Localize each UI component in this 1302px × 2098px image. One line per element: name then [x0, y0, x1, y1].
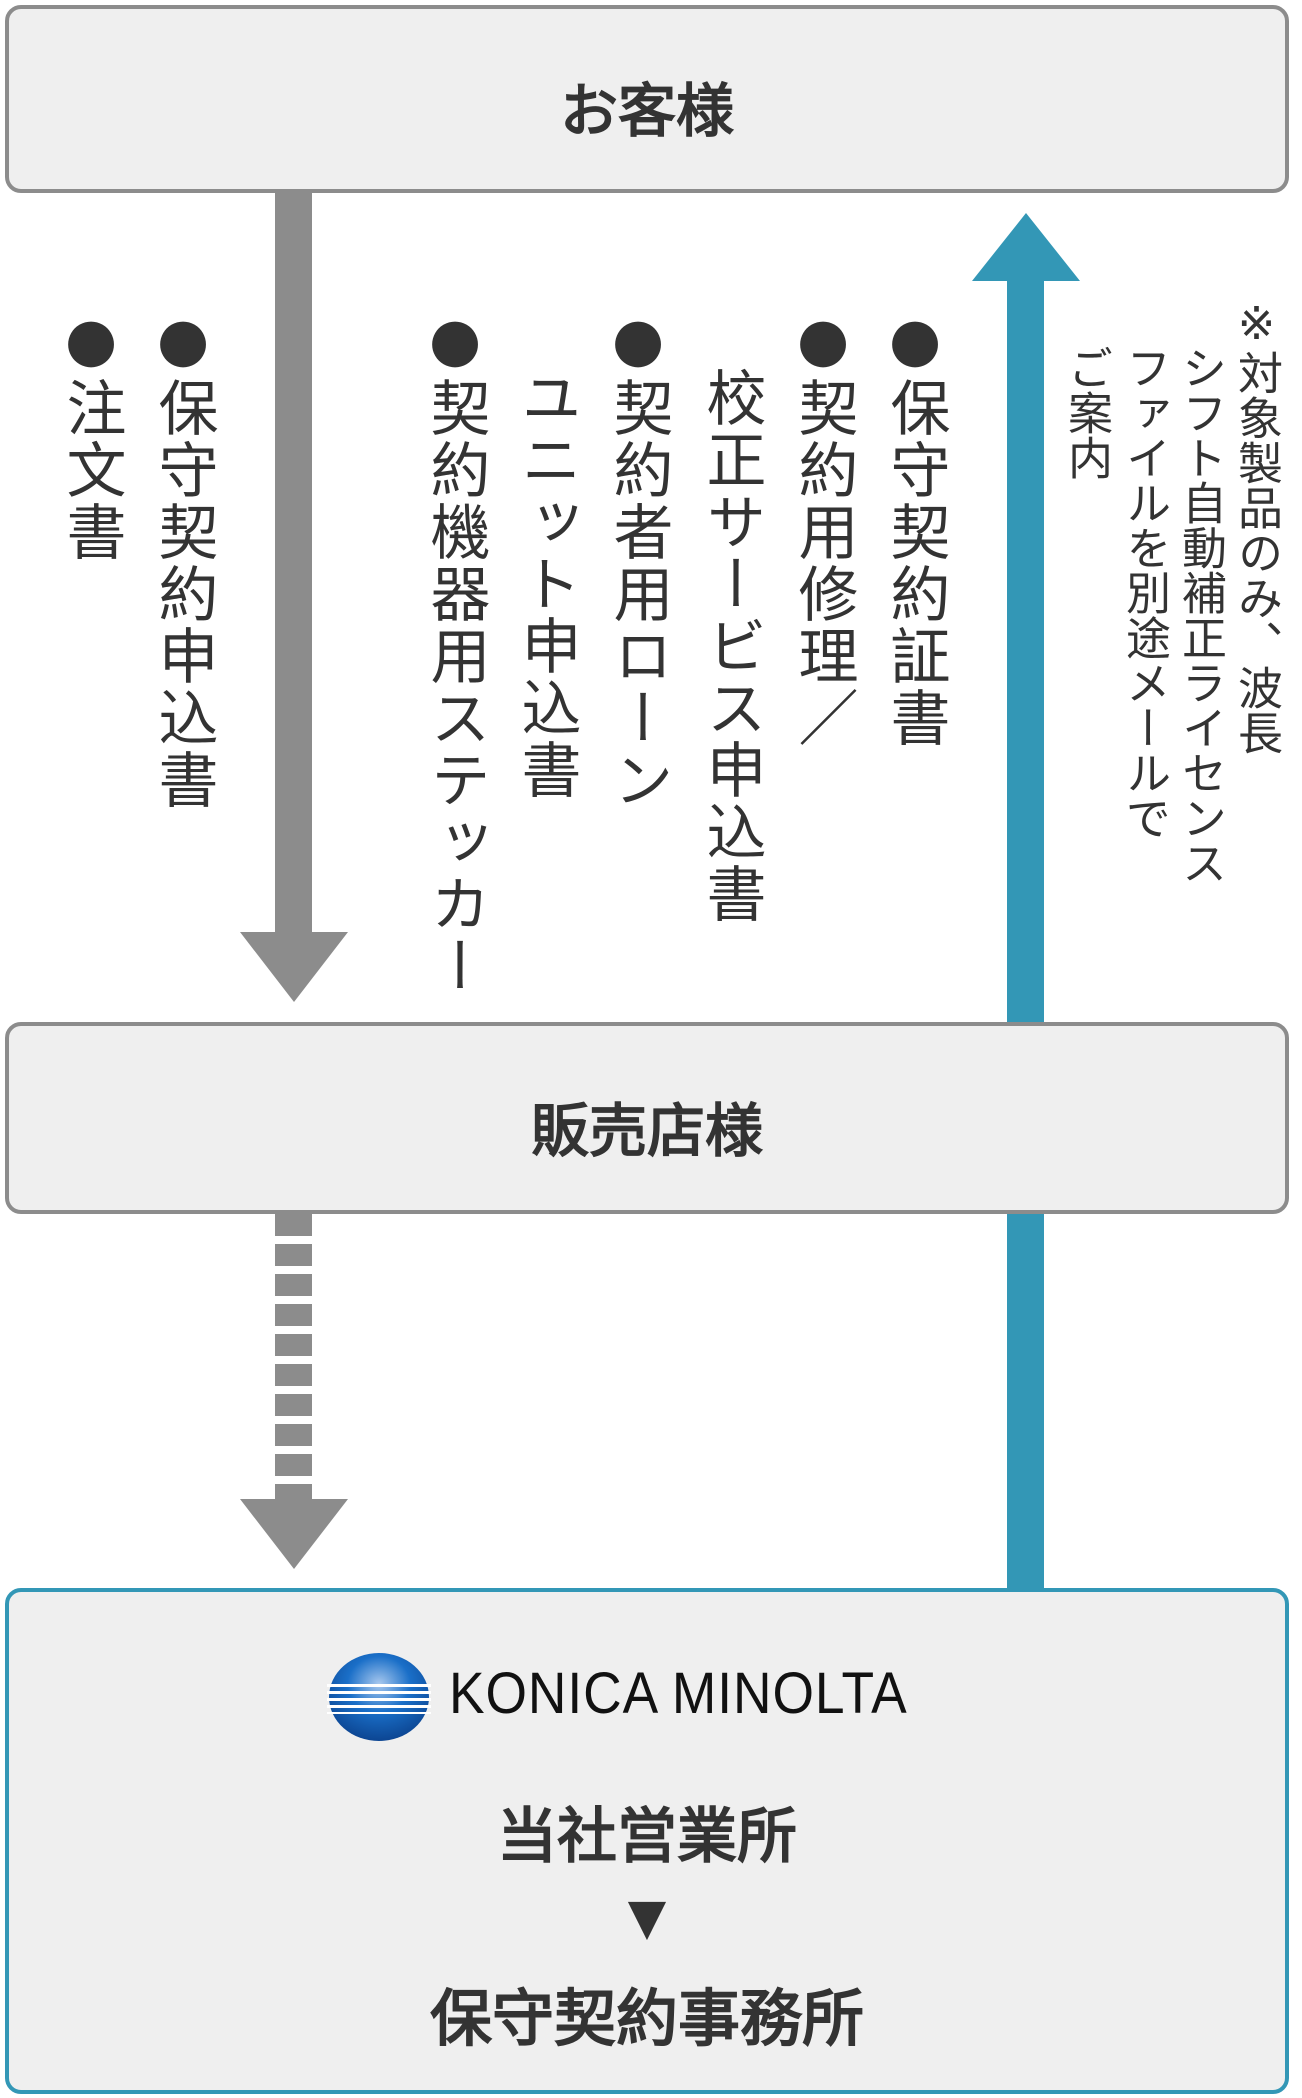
dealer-title: 販売店様 — [530, 1097, 763, 1165]
dealer-box: 販売店様 — [5, 1022, 1289, 1214]
customer-box: お客様 — [5, 5, 1289, 193]
customer-title: お客様 — [559, 77, 734, 145]
upward-item: 校正サービス申込書 — [696, 367, 766, 925]
upward-item: ●保守契約証書 — [880, 305, 950, 749]
note-line: ファイルを別途メールで — [1118, 345, 1171, 840]
upward-item: ユニット申込書 — [511, 367, 581, 801]
note-line: ※対象製品のみ、波長 — [1230, 297, 1283, 755]
upward-item: ●契約者用ローン — [603, 305, 673, 811]
note-line: ご案内 — [1060, 345, 1113, 480]
contract-office-label: 保守契約事務所 — [429, 1982, 864, 2055]
up-arrow-head — [972, 213, 1080, 281]
upward-item: ●契約用修理／ — [788, 305, 858, 749]
konica-minolta-logo-text: KONICA MINOLTA — [449, 1661, 908, 1726]
upward-item: ●契約機器用ステッカー — [420, 305, 490, 997]
down-arrow-shaft — [275, 193, 312, 938]
downward-item: ●保守契約申込書 — [148, 305, 218, 811]
down-arrow-head — [240, 932, 348, 1002]
sales-office-label: 当社営業所 — [497, 1802, 797, 1872]
down-triangle: ▼ — [627, 1888, 667, 1946]
dashed-arrow-head — [240, 1499, 348, 1569]
note-line: シフト自動補正ライセンス — [1174, 345, 1227, 885]
up-arrow-shaft — [1007, 278, 1044, 1594]
konica-minolta-box: KONICA MINOLTA 当社営業所 ▼ 保守契約事務所 — [5, 1588, 1289, 2094]
downward-item: ●注文書 — [56, 305, 126, 563]
konica-minolta-logo-globe — [327, 1653, 431, 1741]
dashed-arrow-shaft — [275, 1214, 312, 1500]
